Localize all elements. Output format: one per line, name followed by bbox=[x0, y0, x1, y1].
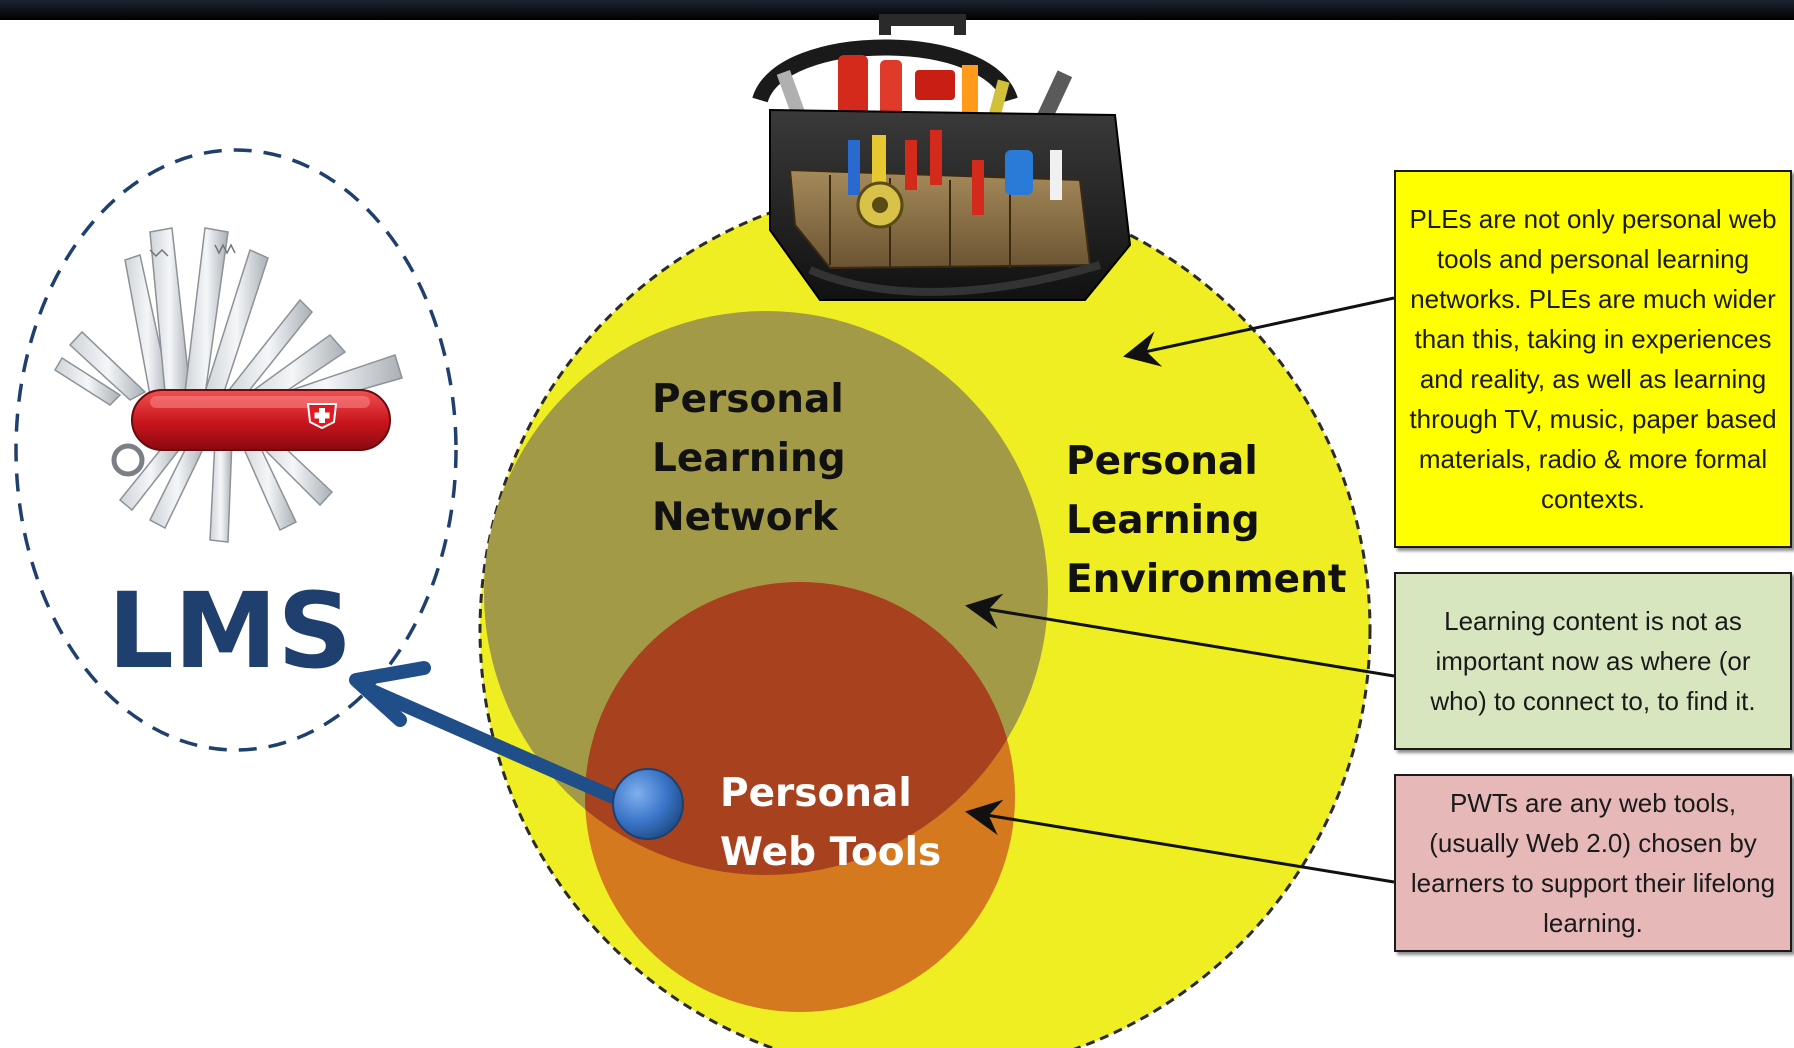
pln-label-line: Network bbox=[652, 495, 839, 540]
ple-label-line: Learning bbox=[1066, 498, 1260, 543]
pwt-callout-text: PWTs are any web tools, (usually Web 2.0… bbox=[1410, 788, 1776, 938]
top-dark-banner bbox=[0, 0, 1794, 20]
pwt-callout: PWTs are any web tools, (usually Web 2.0… bbox=[1394, 774, 1792, 952]
pwt-label-line: Personal bbox=[720, 771, 912, 816]
pln-callout-text: Learning content is not as important now… bbox=[1430, 606, 1756, 716]
ple-callout-pointer bbox=[1123, 296, 1395, 367]
ple-callout: PLEs are not only personal web tools and… bbox=[1394, 170, 1792, 548]
lms-dashed-boundary bbox=[14, 148, 458, 752]
ple-label-line: Personal bbox=[1066, 439, 1258, 484]
ple-label-line: Environment bbox=[1066, 557, 1346, 602]
pln-label-line: Personal bbox=[652, 377, 844, 422]
pwt-to-lms-arrow bbox=[349, 661, 627, 807]
pln-callout-pointer bbox=[965, 593, 1395, 678]
swiss-army-knife-icon bbox=[53, 227, 403, 543]
pwt-callout-pointer bbox=[965, 799, 1395, 884]
pwt-connector-dot bbox=[612, 768, 684, 840]
pln-label-line: Learning bbox=[652, 436, 846, 481]
ple-callout-text: PLEs are not only personal web tools and… bbox=[1409, 204, 1777, 514]
tool-bag-icon bbox=[752, 14, 1132, 301]
pln-callout: Learning content is not as important now… bbox=[1394, 572, 1792, 750]
pln-pwt-overlap bbox=[585, 582, 1015, 875]
lms-label: LMS bbox=[108, 570, 353, 692]
pwt-label-line: Web Tools bbox=[720, 830, 941, 875]
